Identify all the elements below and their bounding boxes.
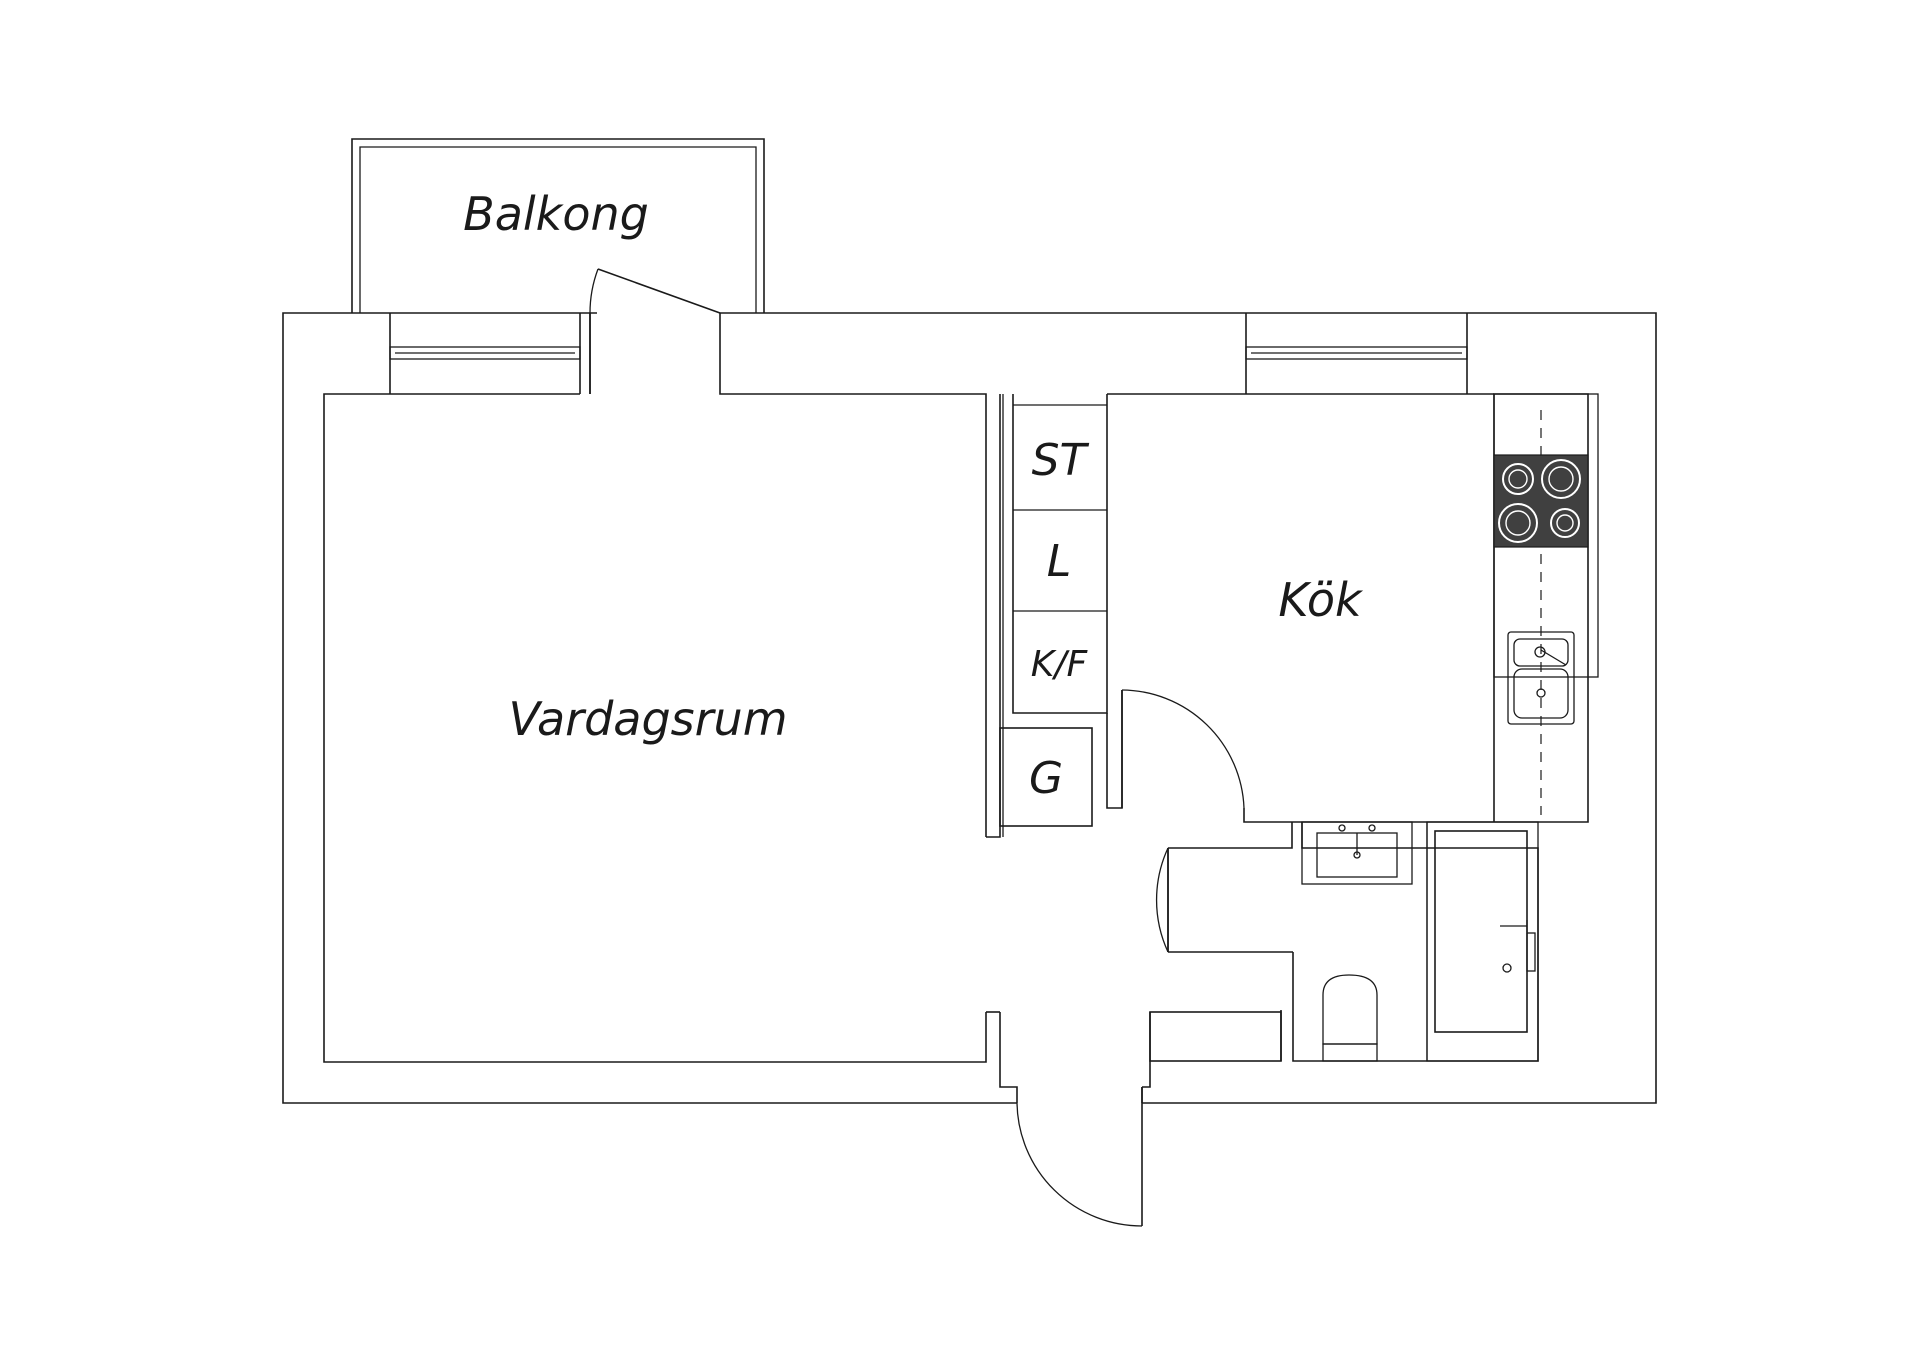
bathtub	[1426, 821, 1539, 1062]
room-label-kok: Kök	[1278, 573, 1364, 627]
kitchen-sink	[1507, 631, 1575, 725]
window-kitchen	[1245, 312, 1468, 394]
living-room-walls	[323, 313, 1001, 1063]
bathroom-sink	[1301, 821, 1413, 885]
room-label-vardagsrum: Vardagsrum	[508, 692, 787, 746]
cabinet-label-st: ST	[1032, 435, 1090, 486]
balcony	[351, 138, 765, 313]
stove	[1493, 454, 1589, 548]
cabinet-label-g: G	[1029, 753, 1063, 804]
outer-walls	[282, 312, 1657, 1104]
bathroom	[1149, 822, 1539, 1062]
balcony-door	[589, 268, 721, 394]
room-label-balkong: Balkong	[463, 187, 649, 241]
cabinet-label-l: L	[1047, 536, 1072, 587]
window-living-room	[389, 312, 581, 394]
kitchen-door	[1121, 689, 1245, 809]
kitchen-cabinets	[999, 394, 1108, 837]
front-door	[986, 1011, 1151, 1227]
cabinet-label-kf: K/F	[1031, 644, 1089, 685]
toilet	[1322, 974, 1378, 1062]
